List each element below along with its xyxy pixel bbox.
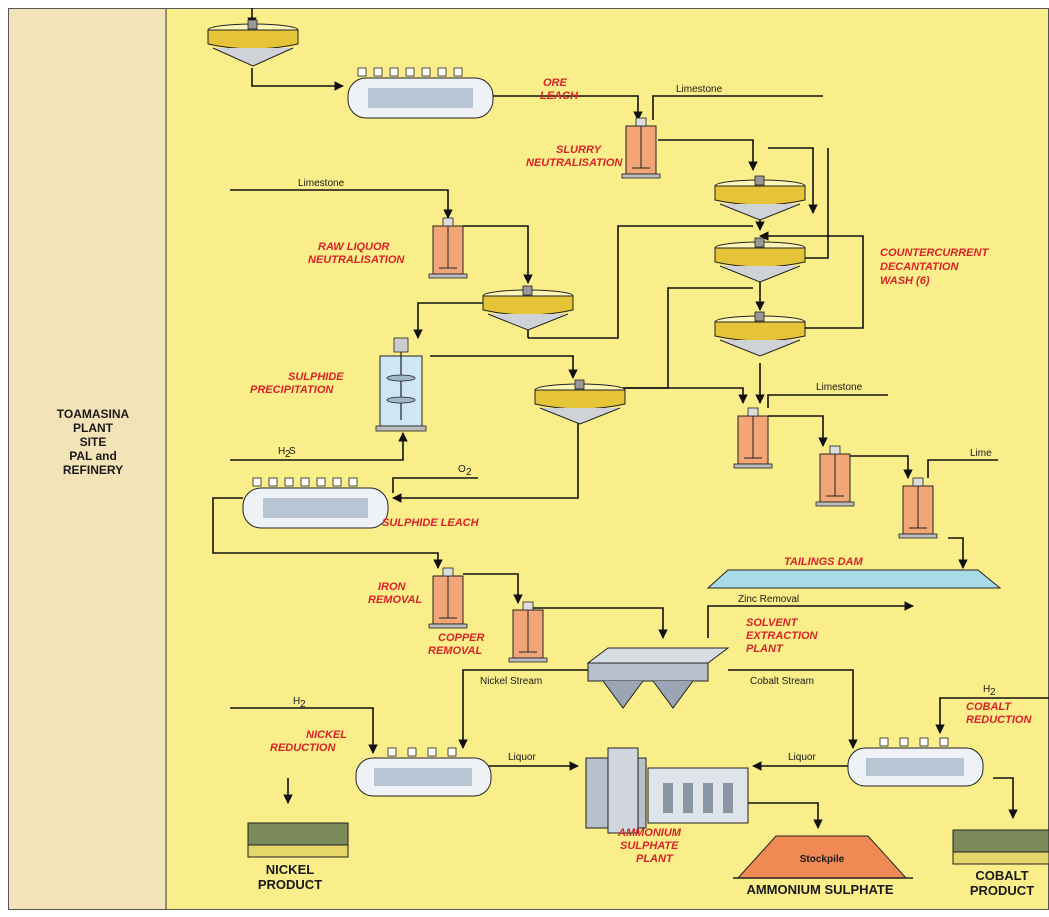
h2-h-cobalt: H (983, 684, 990, 695)
stream-limestone-2: Limestone (298, 178, 345, 189)
label-ccd-3: WASH (6) (880, 275, 930, 287)
thickener-sulphide (534, 379, 626, 425)
label-iron-removal-1: IRON (378, 581, 407, 593)
thickener-ccd-2 (714, 237, 806, 283)
flowsheet-frame: TOAMASINA PLANT SITE PAL and REFINERY (8, 8, 1049, 910)
label-sx-1: SOLVENT (746, 617, 799, 629)
stockpile: Stockpile (733, 835, 913, 879)
label-nickel-reduction-1: NICKEL (306, 729, 347, 741)
stream-h2-cobalt: H 2 (983, 684, 996, 698)
label-ore-leach-2: LEACH (540, 90, 579, 102)
tank-iron-removal (428, 567, 468, 629)
stream-o2: O 2 (458, 464, 472, 478)
autoclave-nickel-reduction (355, 747, 492, 797)
autoclave-cobalt-reduction (847, 737, 984, 787)
nickel-product-drums (247, 822, 349, 858)
autoclave-ore-leach (347, 67, 494, 119)
thickener-feed (207, 19, 299, 67)
stockpile-label: Stockpile (800, 854, 845, 865)
h2s-s: S (289, 446, 296, 457)
site-line-2: PLANT (73, 421, 114, 435)
label-as-plant-1: AMMONIUM (617, 827, 682, 839)
cobalt-product-1: COBALT (975, 868, 1028, 883)
o2-sub: 2 (466, 467, 472, 478)
label-ccd-2: DECANTATION (880, 261, 959, 273)
nickel-product-2: PRODUCT (258, 877, 322, 892)
tank-tailings-2 (815, 445, 855, 507)
label-cobalt-reduction-1: COBALT (966, 701, 1012, 713)
label-slurry-2: NEUTRALISATION (526, 157, 623, 169)
label-copper-removal-1: COPPER (438, 632, 485, 644)
o2-o: O (458, 464, 466, 475)
tailings-dam (706, 569, 1002, 589)
h2-sub-cobalt: 2 (990, 687, 996, 698)
label-sx-3: PLANT (746, 643, 784, 655)
autoclave-sulphide-leach (242, 477, 389, 529)
stream-limestone-3: Limestone (816, 382, 863, 393)
cobalt-product-2: PRODUCT (970, 883, 1034, 898)
nickel-product-1: NICKEL (266, 862, 314, 877)
stream-cobalt: Cobalt Stream (750, 676, 814, 687)
label-copper-removal-2: REMOVAL (428, 645, 482, 657)
label-raw-liquor-2: NEUTRALISATION (308, 254, 405, 266)
tank-raw-liquor (428, 217, 468, 279)
stream-limestone-1: Limestone (676, 84, 723, 95)
site-panel (8, 8, 166, 910)
site-line-4: PAL and (69, 449, 117, 463)
stream-h2s: H 2 S (278, 446, 296, 460)
tank-tailings-1 (733, 407, 773, 469)
thickener-raw-liquor (482, 285, 574, 331)
ammonium-sulphate-product: AMMONIUM SULPHATE (746, 882, 893, 897)
label-nickel-reduction-2: REDUCTION (270, 742, 336, 754)
ammonium-sulphate-plant (585, 747, 749, 834)
site-label: TOAMASINA PLANT SITE PAL and REFINERY (57, 407, 130, 477)
vessel-sulphide-precipitation (375, 337, 427, 432)
site-line-3: SITE (80, 435, 107, 449)
label-sx-2: EXTRACTION (746, 630, 819, 642)
label-ore-leach-1: ORE (543, 77, 568, 89)
stream-liquor-left: Liquor (508, 752, 536, 763)
label-sulphide-precip-1: SULPHIDE (288, 371, 344, 383)
label-sulphide-leach: SULPHIDE LEACH (382, 517, 480, 529)
h2s-sub: 2 (285, 449, 291, 460)
label-tailings-dam: TAILINGS DAM (784, 556, 863, 568)
thickener-ccd-1 (714, 175, 806, 221)
label-raw-liquor-1: RAW LIQUOR (318, 241, 390, 253)
site-line-1: TOAMASINA (57, 407, 130, 421)
cobalt-product-drums (952, 829, 1049, 865)
label-as-plant-2: SULPHATE (620, 840, 679, 852)
label-slurry-1: SLURRY (556, 144, 603, 156)
h2s-h: H (278, 446, 285, 457)
site-line-5: REFINERY (63, 463, 123, 477)
label-cobalt-reduction-2: REDUCTION (966, 714, 1032, 726)
tank-tailings-3 (898, 477, 938, 539)
stream-lime: Lime (970, 448, 992, 459)
label-iron-removal-2: REMOVAL (368, 594, 422, 606)
solvent-extraction-plant (586, 647, 730, 709)
h2-h: H (293, 696, 300, 707)
label-as-plant-3: PLANT (636, 853, 674, 865)
stream-zinc-removal: Zinc Removal (738, 594, 799, 605)
process-flowsheet: TOAMASINA PLANT SITE PAL and REFINERY (8, 8, 1049, 910)
tank-copper-removal (508, 601, 548, 663)
stream-h2-nickel: H 2 (293, 696, 306, 710)
label-sulphide-precip-2: PRECIPITATION (250, 384, 334, 396)
stream-liquor-right: Liquor (788, 752, 816, 763)
stream-nickel: Nickel Stream (480, 676, 542, 687)
label-ccd-1: COUNTERCURRENT (880, 247, 989, 259)
tank-slurry-neutralisation (621, 117, 661, 179)
h2-sub: 2 (300, 699, 306, 710)
thickener-ccd-3 (714, 311, 806, 357)
